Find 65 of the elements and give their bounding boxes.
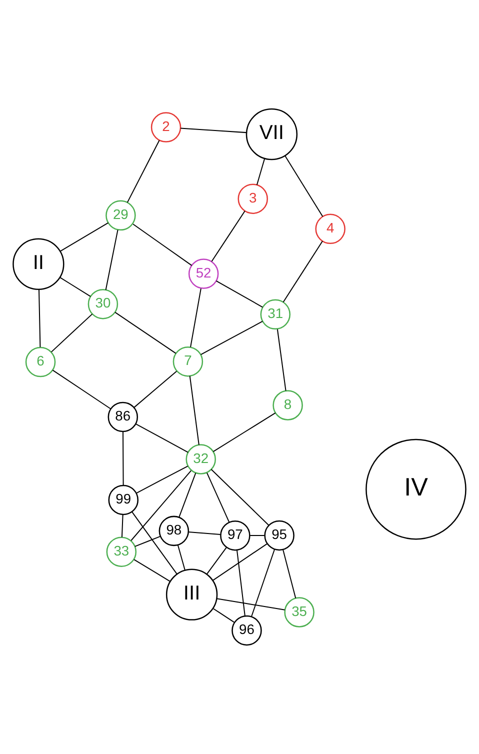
connector [250,535,264,536]
connector [130,470,192,541]
connector [121,514,124,538]
node-circle: 31 [260,299,291,330]
connector [122,432,124,486]
connector [177,544,186,570]
node-circle: 98 [158,516,190,546]
node-circle: 99 [108,484,139,516]
node-circle: VII [246,108,298,160]
connector [212,543,268,581]
node-circle: 95 [264,520,294,551]
connector [180,128,246,134]
node-circle: 52 [188,258,219,289]
connector [189,376,200,445]
connector [60,222,108,252]
node-circle: 3 [238,184,268,214]
node-circle: 6 [25,346,56,378]
connector [216,598,285,610]
connector [256,158,266,186]
connector [188,532,220,535]
node-circle: III [166,568,218,620]
node-circle: 4 [315,214,346,244]
connector [200,320,263,356]
connector [282,240,323,302]
node-circle: 29 [106,200,136,231]
node-circle: 96 [232,615,262,646]
connector [132,224,192,266]
node-circle: 30 [88,288,118,320]
node-circle: 2 [150,112,182,142]
node-circle: II [12,238,64,290]
connector [210,469,270,526]
connector [178,472,196,518]
connector [213,608,234,623]
connector [52,370,112,410]
node-circle: 32 [186,444,216,474]
connector [206,547,227,574]
connector [236,550,246,616]
node-circle: 97 [220,520,250,551]
node-circle: IV [366,438,466,540]
connector [134,536,160,547]
connector [211,210,246,262]
connector [134,559,170,582]
connector [38,289,41,348]
node-circle: 7 [172,346,204,377]
node-circle: 8 [272,390,303,420]
connector [276,329,286,391]
node-circle: 86 [108,402,138,432]
connector [206,472,230,522]
connector [213,412,276,452]
connector [132,512,178,574]
connector [105,230,118,290]
node-circle: 35 [284,597,314,628]
connector [134,370,177,408]
connector [114,312,176,354]
connector [216,280,263,308]
connector [284,155,324,217]
node-circle: 33 [106,536,137,567]
connector [136,424,188,453]
connector [282,550,296,598]
connector [251,549,275,617]
connector [190,288,202,348]
connector [136,466,188,494]
connector [126,140,160,203]
connector [51,314,93,352]
connector [60,277,91,297]
